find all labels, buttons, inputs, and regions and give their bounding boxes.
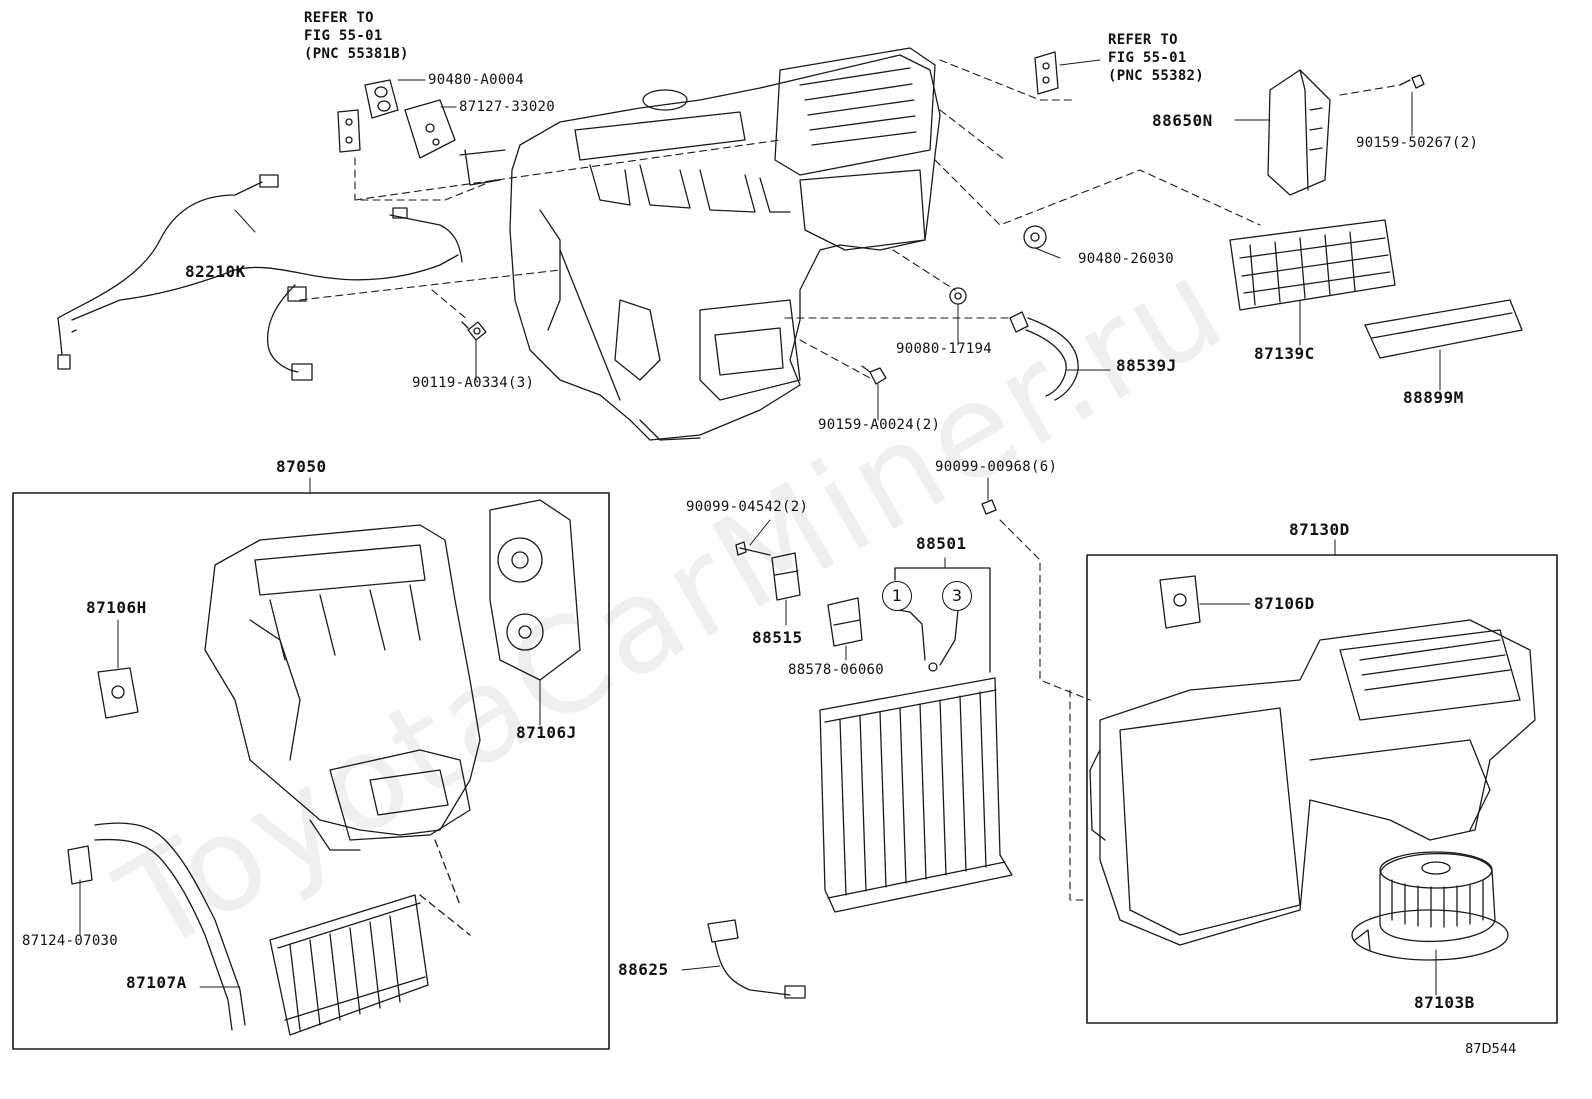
cover-88578-06060 <box>827 597 863 647</box>
refer-note-right: REFER TO FIG 55-01 (PNC 55382) <box>1108 31 1204 85</box>
callout-1: 1 <box>882 581 912 611</box>
part-label-88625[interactable]: 88625 <box>618 960 669 979</box>
diagram-code: 87D544 <box>1465 1042 1517 1057</box>
part-label-87106d[interactable]: 87106D <box>1254 594 1315 613</box>
part-label-90159-50267[interactable]: 90159-50267(2) <box>1356 135 1479 151</box>
part-label-90119-a0334[interactable]: 90119-A0334(3) <box>412 375 535 391</box>
servo-motor-87106h <box>97 667 139 719</box>
part-label-90099-04542[interactable]: 90099-04542(2) <box>686 499 809 515</box>
nut-90080-17194 <box>949 287 967 305</box>
part-label-90480-a0004[interactable]: 90480-A0004 <box>428 72 525 88</box>
bracket-left <box>337 109 361 153</box>
part-label-90099-00968[interactable]: 90099-00968(6) <box>935 459 1058 475</box>
refer-right-line1: REFER TO <box>1108 32 1178 48</box>
bolt-90099-00968 <box>981 499 997 515</box>
servo-motor-87106d <box>1159 575 1201 629</box>
clamp-87124-07030 <box>67 845 93 885</box>
heater-core-87107a <box>94 822 471 1036</box>
part-label-87106j[interactable]: 87106J <box>516 723 577 742</box>
servo-motor-87106j <box>489 499 581 681</box>
hvac-case-87050 <box>204 524 481 851</box>
amplifier-88650n <box>1267 69 1425 196</box>
part-label-87124-07030[interactable]: 87124-07030 <box>22 933 119 949</box>
blower-motor-87103b <box>1351 851 1509 961</box>
hvac-unit-main <box>459 47 941 441</box>
frame-87130d <box>1086 554 1558 1024</box>
bracket-right <box>1034 51 1059 95</box>
refer-left-line1: REFER TO <box>304 10 374 26</box>
part-label-88539j[interactable]: 88539J <box>1116 356 1177 375</box>
packing-87127-33020 <box>404 99 456 159</box>
refer-right-line3: (PNC 55382) <box>1108 68 1205 84</box>
part-label-87107a[interactable]: 87107A <box>126 973 187 992</box>
part-label-87050[interactable]: 87050 <box>276 457 327 476</box>
part-label-87103b[interactable]: 87103B <box>1414 993 1475 1012</box>
blower-case-87130d <box>1089 619 1536 946</box>
refer-right-line2: FIG 55-01 <box>1108 50 1187 66</box>
bolt-90099-04542 <box>735 541 771 556</box>
part-label-82210k[interactable]: 82210K <box>185 262 246 281</box>
refer-left-line3: (PNC 55381B) <box>304 46 409 62</box>
frame-87050 <box>12 492 610 1050</box>
filter-87139c <box>1229 219 1396 311</box>
expansion-valve-88515 <box>771 552 801 601</box>
part-label-87127-33020[interactable]: 87127-33020 <box>459 99 556 115</box>
part-label-88650n[interactable]: 88650N <box>1152 111 1213 130</box>
part-label-87130d[interactable]: 87130D <box>1289 520 1350 539</box>
wire-harness-82210k <box>57 174 463 381</box>
grommet-90480-a0004 <box>364 79 399 119</box>
refer-note-left: REFER TO FIG 55-01 (PNC 55381B) <box>304 9 409 63</box>
part-label-90480-26030[interactable]: 90480-26030 <box>1078 251 1175 267</box>
bolt-90119-a0334 <box>461 321 487 341</box>
part-label-88501[interactable]: 88501 <box>916 534 967 553</box>
part-label-88515[interactable]: 88515 <box>752 628 803 647</box>
cover-88899m <box>1364 299 1523 359</box>
refer-left-line2: FIG 55-01 <box>304 28 383 44</box>
grommet-90480-26030 <box>1023 225 1047 249</box>
part-label-88578-06060[interactable]: 88578-06060 <box>788 662 885 678</box>
part-label-90159-a0024[interactable]: 90159-A0024(2) <box>818 417 941 433</box>
part-label-88899m[interactable]: 88899M <box>1403 388 1464 407</box>
sensor-88625 <box>707 919 806 999</box>
part-label-90080-17194[interactable]: 90080-17194 <box>896 341 993 357</box>
part-label-87106h[interactable]: 87106H <box>86 598 147 617</box>
bolt-90159-a0024 <box>861 365 887 385</box>
callout-3: 3 <box>942 581 972 611</box>
part-label-87139c[interactable]: 87139C <box>1254 344 1315 363</box>
evaporator-88501 <box>819 567 1013 913</box>
